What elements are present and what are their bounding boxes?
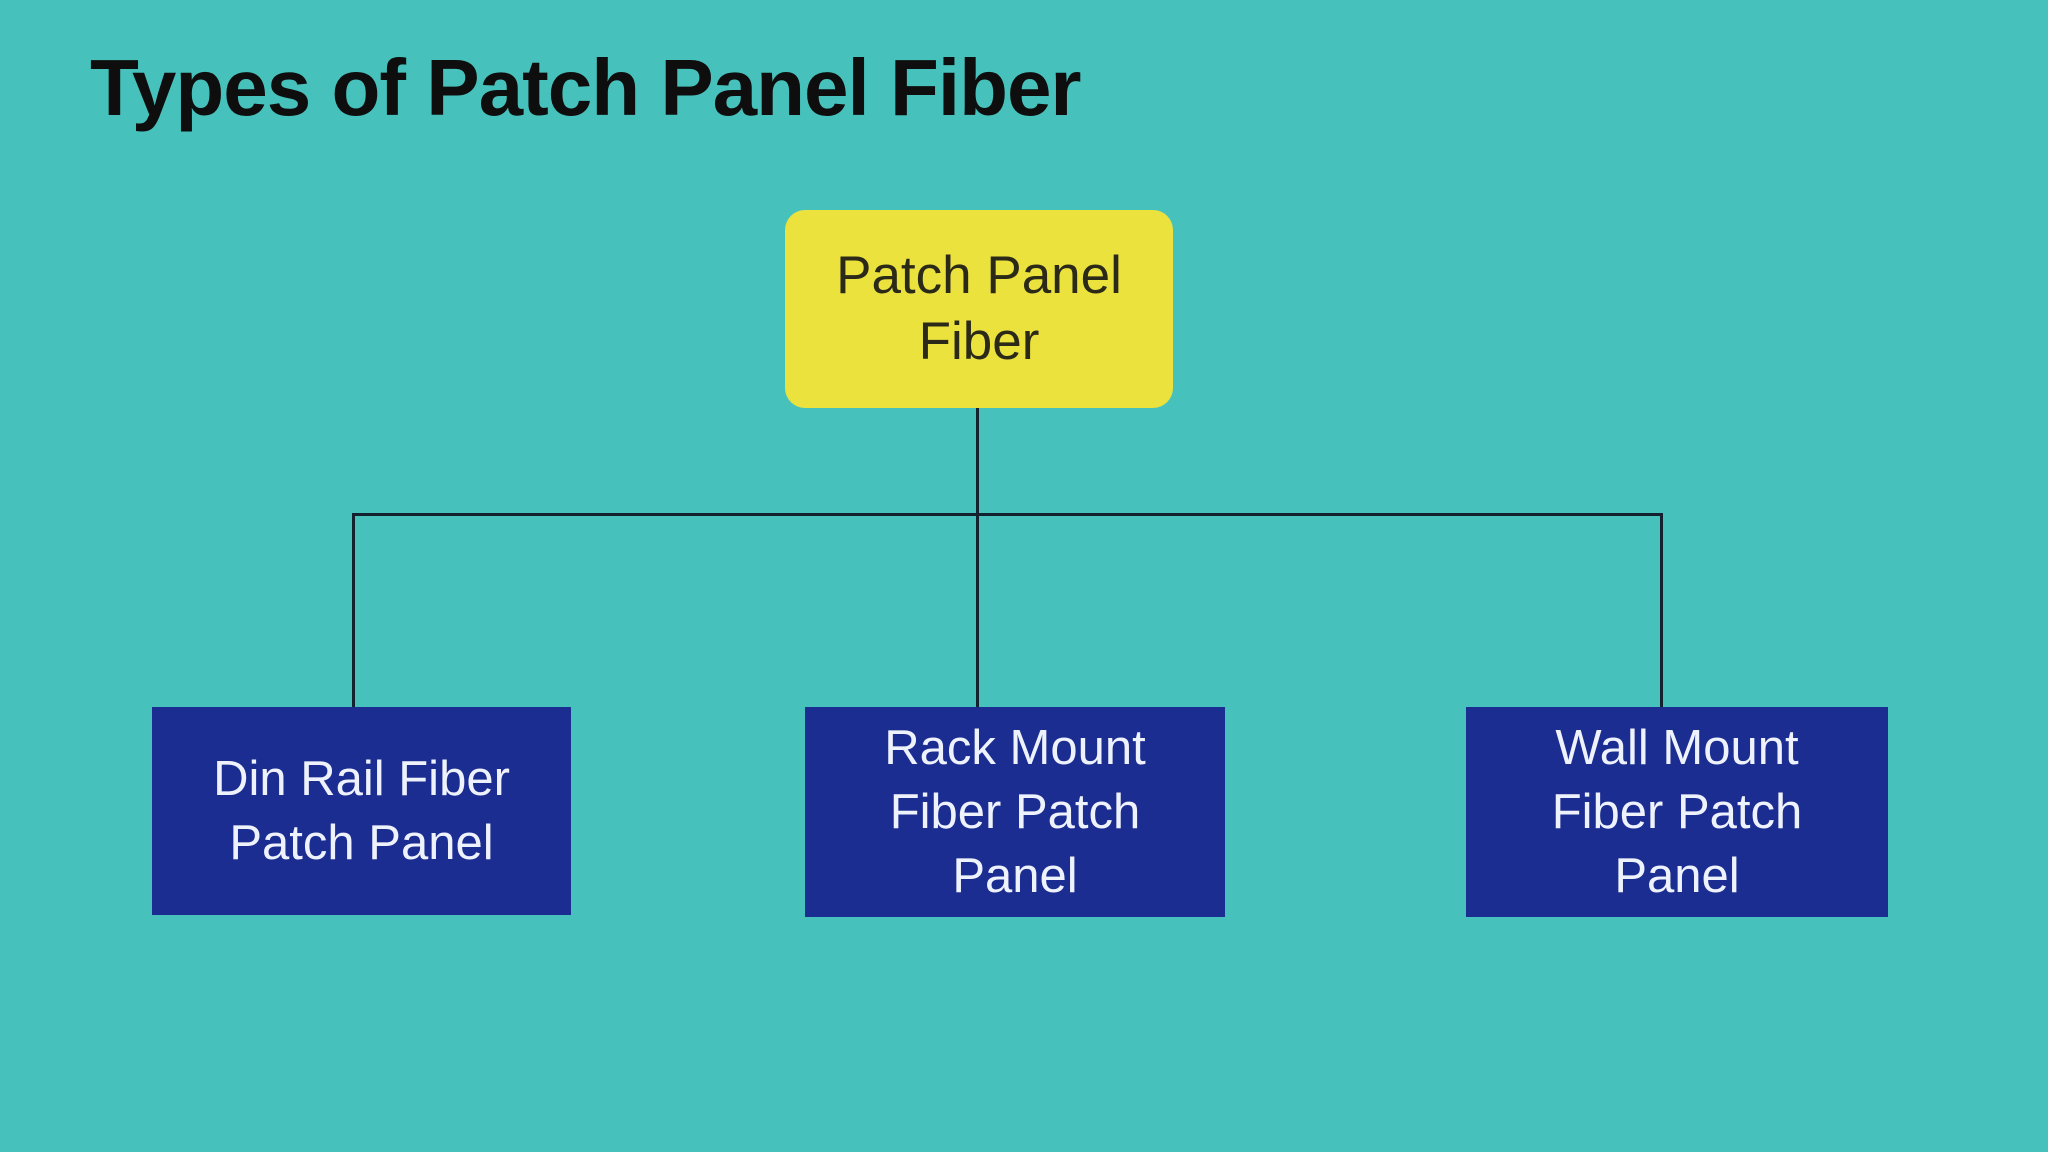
- node-patch-panel-fiber: Patch Panel Fiber: [785, 210, 1173, 408]
- node-label-line: Rack Mount: [884, 721, 1146, 775]
- node-label-line: Fiber: [918, 312, 1040, 371]
- connector-root-trunk: [976, 406, 979, 513]
- node-label-line: Panel: [1614, 849, 1740, 903]
- connector-drop-left: [352, 513, 355, 708]
- node-label-line: Patch Panel: [229, 816, 494, 870]
- node-label-line: Fiber Patch: [889, 785, 1141, 839]
- connector-horizontal-bar: [352, 513, 1663, 516]
- node-rack-mount-fiber-patch-panel: Rack Mount Fiber Patch Panel: [805, 707, 1225, 917]
- node-label-line: Patch Panel: [836, 246, 1122, 305]
- page-title: Types of Patch Panel Fiber: [90, 43, 1082, 132]
- node-label-line: Fiber Patch: [1551, 785, 1803, 839]
- node-wall-mount-fiber-patch-panel: Wall Mount Fiber Patch Panel: [1466, 707, 1888, 917]
- node-label-line: Wall Mount: [1555, 721, 1799, 775]
- node-label-line: Din Rail Fiber: [213, 752, 510, 806]
- node-label-line: Panel: [952, 849, 1078, 903]
- connector-drop-right: [1660, 513, 1663, 708]
- node-din-rail-fiber-patch-panel: Din Rail Fiber Patch Panel: [152, 707, 571, 915]
- connector-drop-middle: [976, 513, 979, 708]
